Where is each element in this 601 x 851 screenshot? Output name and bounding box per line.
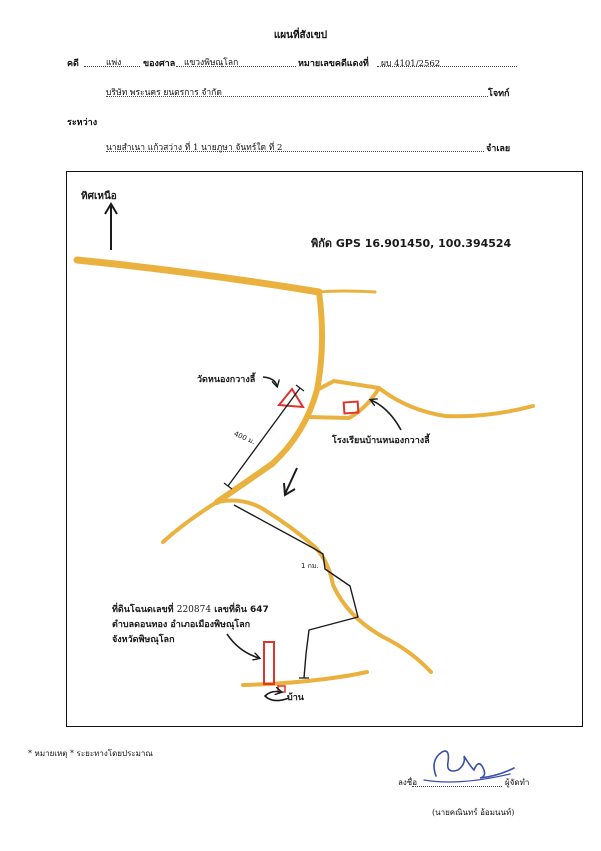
case-label: คดี (67, 59, 79, 69)
distance-400-line (227, 387, 301, 487)
distance-1km-label: 1 กม. (301, 562, 319, 570)
gps-coordinates: พิกัด GPS 16.901450, 100.394524 (311, 237, 512, 250)
signer-name: (นายคณินทร์ อ้อมนนท์) (432, 808, 515, 817)
land-deed-suffix: เลขที่ดิน 647 (214, 605, 269, 615)
north-label: ทิศเหนือ (81, 191, 117, 202)
land-deed-number: 220874 (176, 605, 212, 615)
distance-1km-path (233, 504, 359, 679)
map-drawing (73, 202, 535, 702)
temple-marker (277, 387, 305, 409)
land-deed-prefix: ที่ดินโฉนดเลขที่ (112, 605, 174, 615)
land-plot-marker (263, 641, 275, 685)
temple-label: วัดหนองกวางลี้ (197, 375, 256, 385)
school-label: โรงเรียนบ้านหนองกวางลี้ (332, 436, 430, 446)
between-label: ระหว่าง (67, 118, 98, 128)
court-name: แขวงพิษณุโลก (184, 58, 239, 68)
road-east-north (317, 289, 377, 294)
dotted-line (377, 66, 517, 67)
page-title: แผนที่สังเขป (273, 30, 328, 41)
distance-400-tick (295, 384, 305, 392)
dotted-line (84, 66, 140, 67)
main-road-south (214, 289, 326, 505)
distance-note: * หมายเหตุ * ระยะทางโดยประมาณ (28, 749, 153, 758)
temple-pointer-arrow (262, 376, 277, 386)
distance-400-tick (223, 482, 233, 490)
sign-label: ลงชื่อ (398, 778, 418, 787)
dotted-line (176, 66, 296, 67)
dotted-line (106, 96, 488, 97)
road-east (377, 386, 535, 419)
signature-image (423, 750, 515, 783)
side-road (215, 498, 433, 674)
land-deed-line: ที่ดินโฉนดเลขที่ 220874 เลขที่ดิน 647 (112, 602, 269, 616)
school-marker (342, 400, 360, 415)
land-province-line: จังหวัดพิษณุโลก (112, 635, 175, 645)
land-pointer-arrow (226, 633, 259, 658)
case-number: ผบ 4101/2562 (381, 59, 441, 69)
house-label: บ้าน (287, 693, 304, 703)
court-label: ของศาล (143, 59, 176, 69)
north-arrow-head (104, 202, 118, 215)
plaintiff-label: โจทก์ (488, 89, 510, 99)
school-pointer-arrow (371, 400, 402, 431)
signer-role: ผู้จัดทำ (505, 778, 530, 787)
land-location-line: ตำบลดอนทอง อำเภอเมืองพิษณุโลก (112, 620, 251, 630)
defendant-label: จำเลย (486, 144, 511, 154)
dotted-line (106, 151, 484, 152)
house-pointer-arrow (263, 692, 290, 702)
direction-arrow-head (283, 482, 296, 497)
signature-line (412, 786, 502, 787)
defendants-names: นายสำเนา แก้วสว่าง ที่ 1 นายภูษา จันทร์ใ… (106, 143, 283, 153)
plaintiff-name: บริษัท พระนคร ยนตรการ จำกัด (106, 88, 222, 98)
direction-arrow-south (284, 467, 298, 495)
case-number-label: หมายเลขคดีแดงที่ (298, 59, 369, 69)
map-frame: ทิศเหนือ พิกัด GPS 16.901450, 100.394524… (66, 171, 583, 727)
main-road-west (73, 256, 323, 296)
case-type: แพ่ง (106, 58, 122, 68)
road-southwest (161, 500, 219, 544)
